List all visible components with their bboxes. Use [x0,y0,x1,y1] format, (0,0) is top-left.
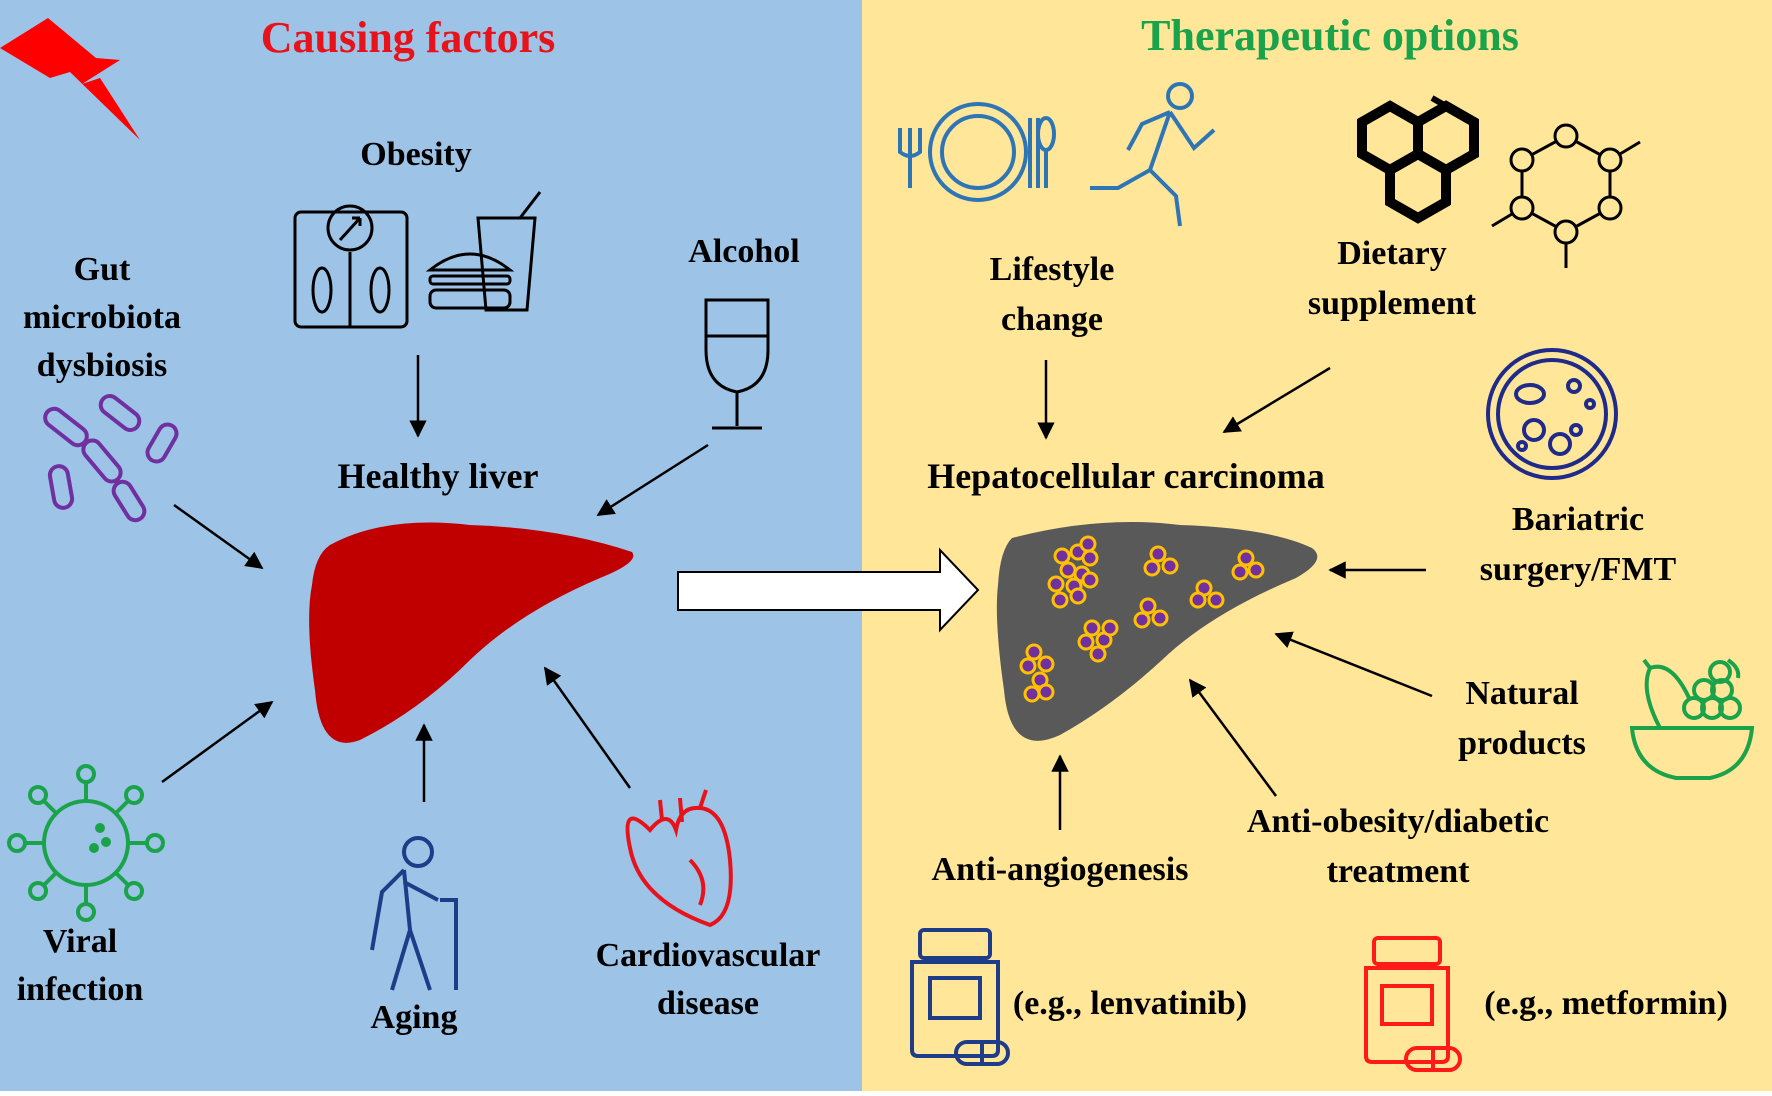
burger-drink-icon [425,191,542,312]
tumor-nodules [1019,535,1265,703]
factor-alcohol-label: Alcohol [688,233,799,270]
drug-example-lenvatinib: (e.g., lenvatinib) [1013,985,1247,1022]
factor-viral-label-1: Viral [43,923,117,960]
arrow-dietary [1222,366,1331,434]
hcc-label: Hepatocellular carcinoma [927,456,1325,496]
option-dietary-label-1: Dietary [1337,235,1447,272]
factor-gut-label-2: microbiota [23,299,181,336]
drug-example-metformin: (e.g., metformin) [1484,985,1728,1022]
wine-glass-icon [704,298,770,430]
right-arrows [1037,360,1433,830]
option-lifestyle-label-1: Lifestyle [990,251,1115,288]
right-panel [862,0,1772,1091]
running-person-icon [1090,82,1216,227]
cell-dish-icon [1486,348,1618,480]
option-bariatric-label-2: surgery/FMT [1480,551,1677,588]
heart-icon [625,789,733,928]
pill-bottle-icon-blue [910,928,1010,1066]
factor-gut-label-3: dysbiosis [37,347,167,384]
arrow-viral [161,700,274,784]
healthy-liver-shape [309,522,634,743]
lightning-icon [0,18,140,140]
right-panel-title: Therapeutic options [1141,11,1519,60]
arrow-anti-obesity [1188,678,1278,797]
left-arrows [161,355,709,802]
arrow-natural [1274,631,1433,698]
arrow-alcohol [596,443,709,517]
fruit-bowl-icon [1629,658,1755,780]
left-panel-title: Causing factors [261,13,556,62]
arrow-gut [173,503,264,570]
option-bariatric-label-1: Bariatric [1512,501,1644,538]
option-dietary-label-2: supplement [1308,285,1477,322]
transition-arrow [677,547,980,633]
arrow-cardio [543,666,632,789]
pill-bottle-icon-red [1364,936,1462,1072]
bacteria-icon [43,393,179,523]
option-natural-label-1: Natural [1465,675,1578,712]
factor-cardio-label-1: Cardiovascular [596,937,821,974]
option-lifestyle-label-2: change [1001,301,1103,338]
factor-aging-label: Aging [371,999,458,1036]
option-anti-obesity-label-1: Anti-obesity/diabetic [1247,803,1549,840]
factor-cardio-label-2: disease [657,985,759,1022]
plate-cutlery-icon [898,102,1056,202]
elderly-person-icon [370,836,458,991]
molecule-icon [1357,95,1641,268]
factor-obesity-label: Obesity [360,136,471,173]
virus-icon [7,764,165,922]
factor-gut-label-1: Gut [74,251,131,288]
factor-viral-label-2: infection [17,971,144,1008]
option-anti-obesity-label-2: treatment [1327,853,1471,890]
option-natural-label-2: products [1458,725,1586,762]
healthy-liver-label: Healthy liver [338,456,539,496]
option-anti-angio-label: Anti-angiogenesis [932,851,1189,888]
weighing-scale-icon [293,204,409,329]
